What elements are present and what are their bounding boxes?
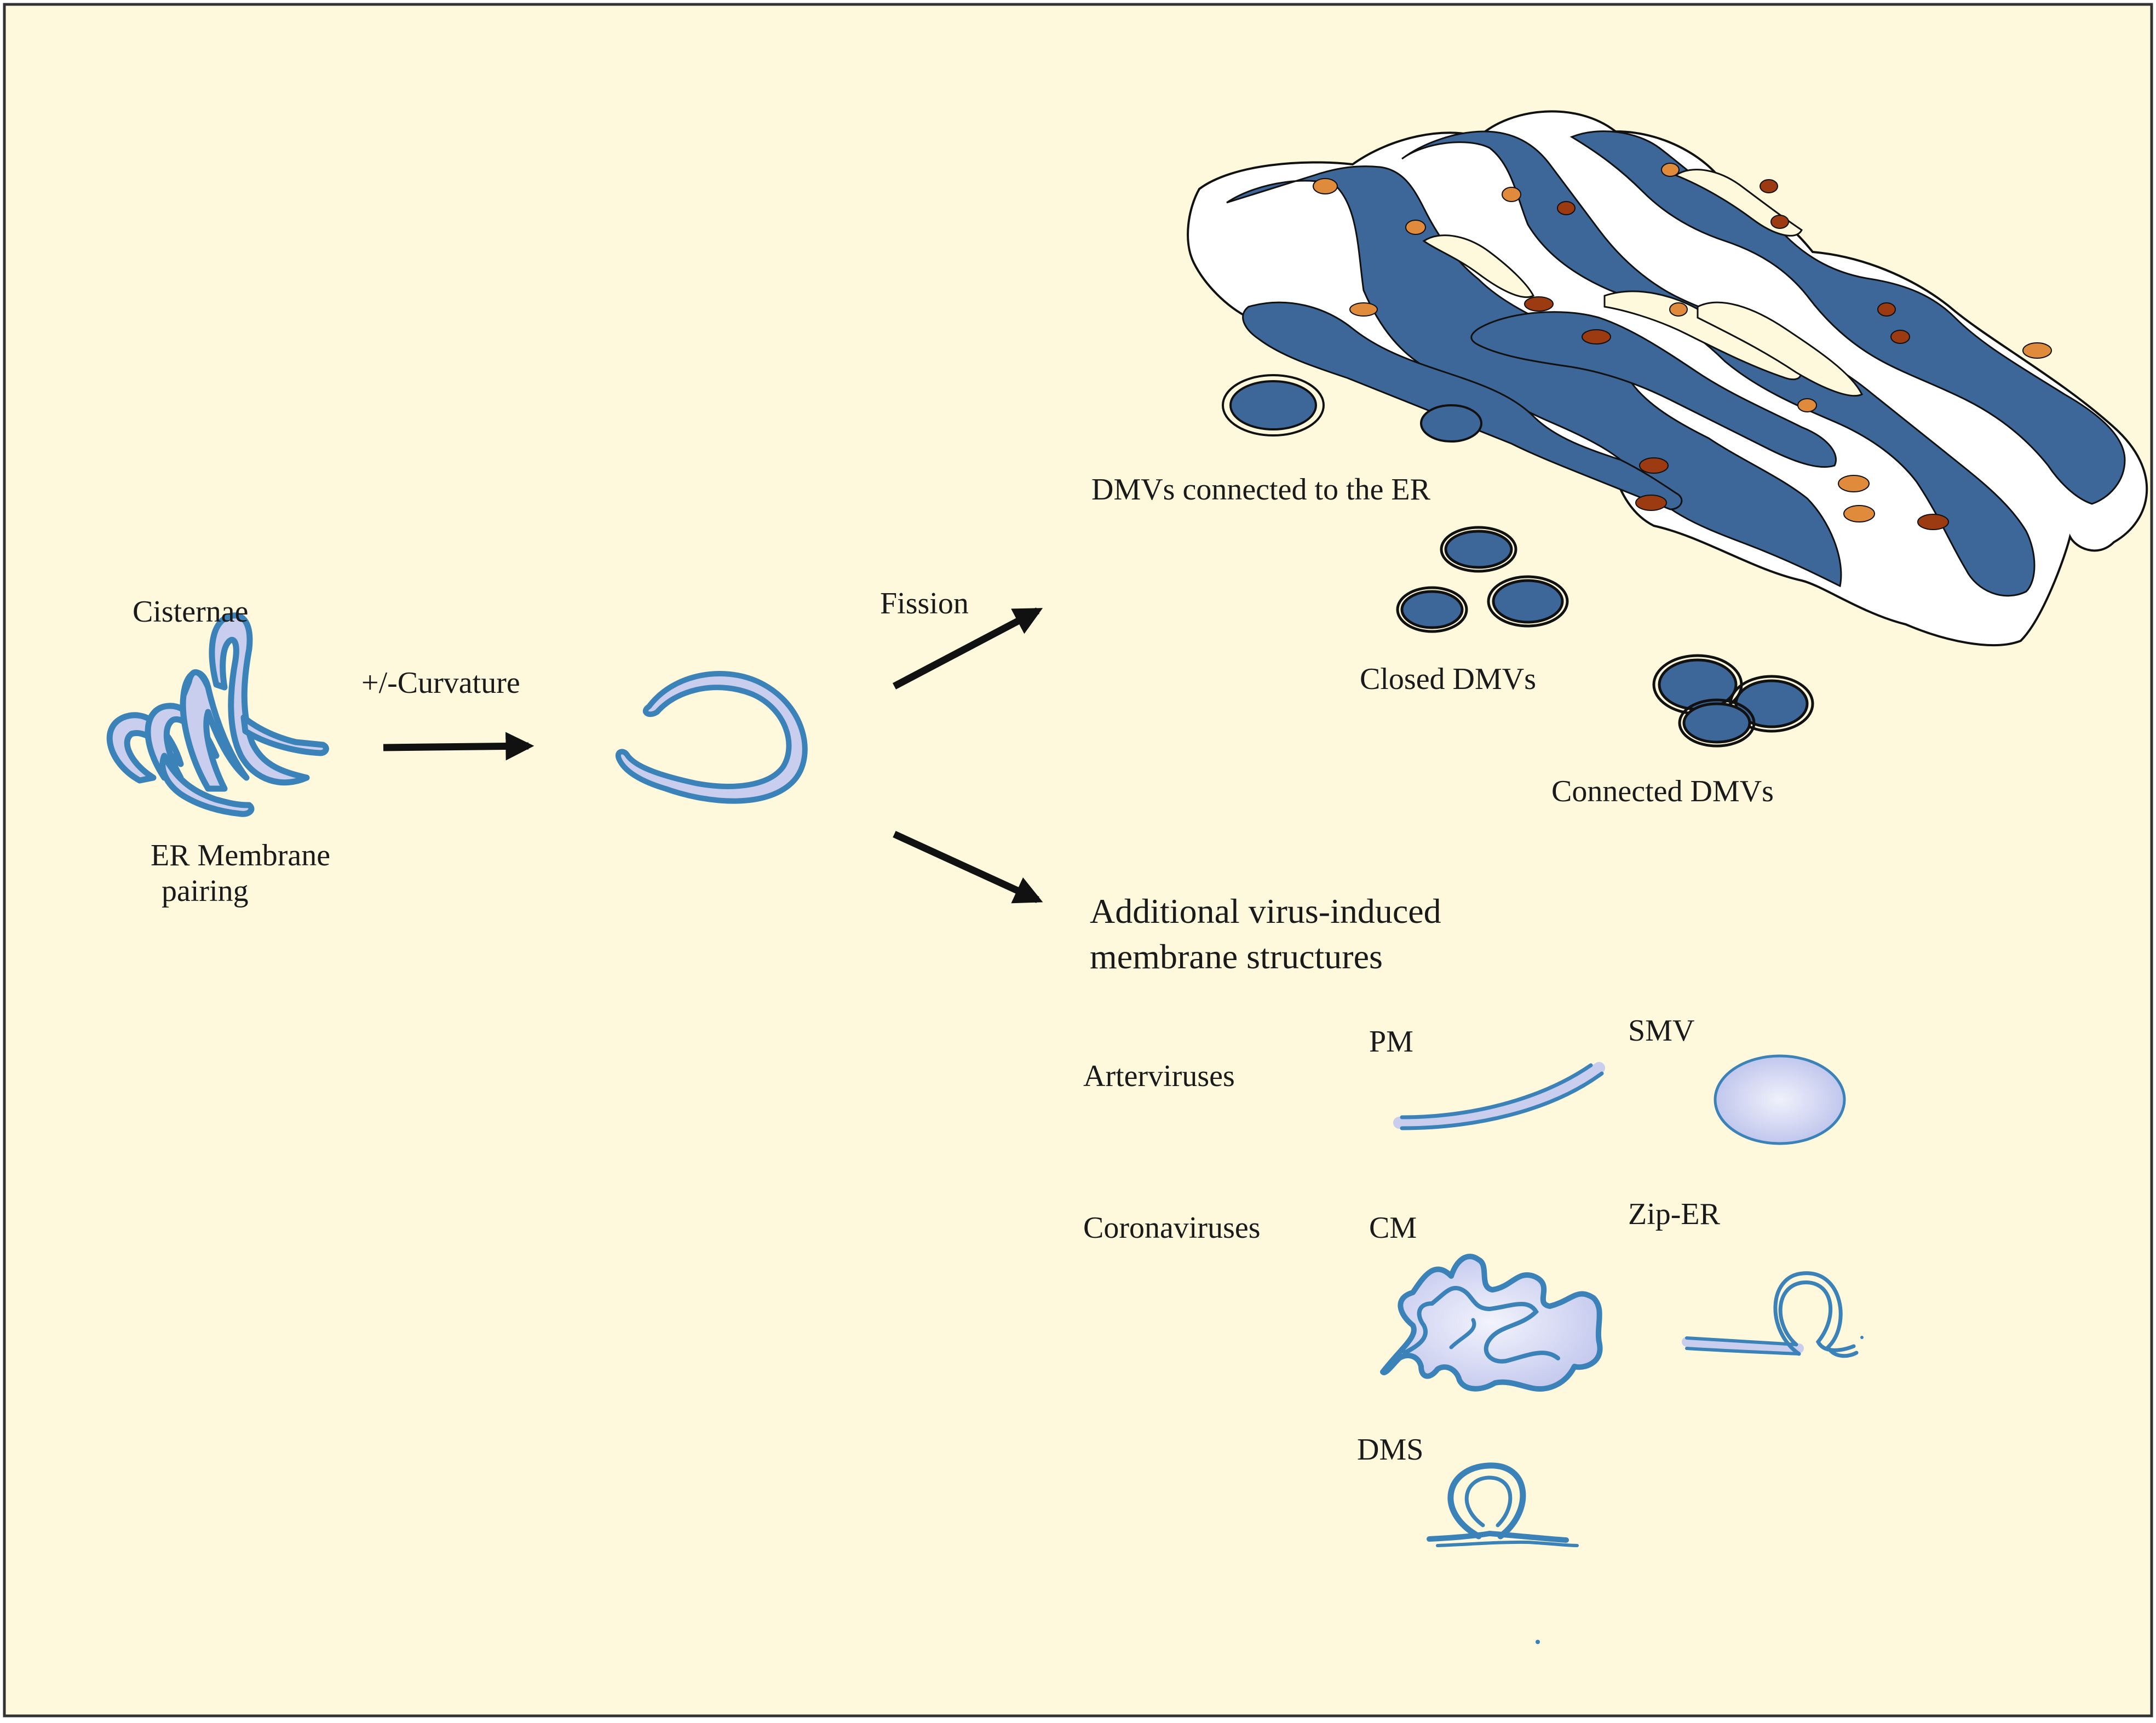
er-network <box>1187 110 2148 647</box>
label-coronaviruses: Coronaviruses <box>1083 1211 1261 1245</box>
connected-dmvs <box>1652 654 1814 748</box>
label-dmvs-connected-er: DMVs connected to the ER <box>1091 473 1431 507</box>
label-curvature: +/-Curvature <box>361 666 520 700</box>
cm-structure <box>1380 1254 1603 1392</box>
label-er-membrane-2: pairing <box>162 874 249 908</box>
label-additional-2: membrane structures <box>1090 937 1383 976</box>
label-dms: DMS <box>1357 1433 1423 1467</box>
label-cisternae: Cisternae <box>133 595 248 629</box>
label-additional-1: Additional virus-induced <box>1090 892 1441 931</box>
curved-membrane <box>615 671 808 804</box>
closed-dmvs <box>1396 526 1569 633</box>
label-cm: CM <box>1369 1211 1417 1245</box>
label-connected-dmvs: Connected DMVs <box>1551 774 1774 808</box>
labels: Cisternae ER Membrane pairing +/-Curvatu… <box>133 473 1774 1467</box>
label-zip-er: Zip-ER <box>1628 1197 1721 1231</box>
pm-structure <box>1393 1062 1605 1130</box>
label-er-membrane-1: ER Membrane <box>151 838 330 872</box>
curvature-arrow <box>383 732 534 761</box>
ribosomes <box>1313 163 2052 530</box>
cisternae-structure <box>106 612 329 817</box>
label-fission: Fission <box>880 587 969 621</box>
label-smv: SMV <box>1628 1014 1694 1048</box>
label-pm: PM <box>1369 1025 1413 1059</box>
additional-structures-arrow <box>893 831 1043 904</box>
dms-structure <box>1427 1462 1579 1547</box>
stray-dot <box>1536 1640 1540 1644</box>
label-arteriviruses: Arterviruses <box>1083 1059 1235 1093</box>
fission-arrow <box>892 607 1043 690</box>
label-closed-dmvs: Closed DMVs <box>1360 662 1536 696</box>
smv-vesicle <box>1714 1054 1846 1145</box>
zip-er-structure <box>1682 1271 1864 1358</box>
